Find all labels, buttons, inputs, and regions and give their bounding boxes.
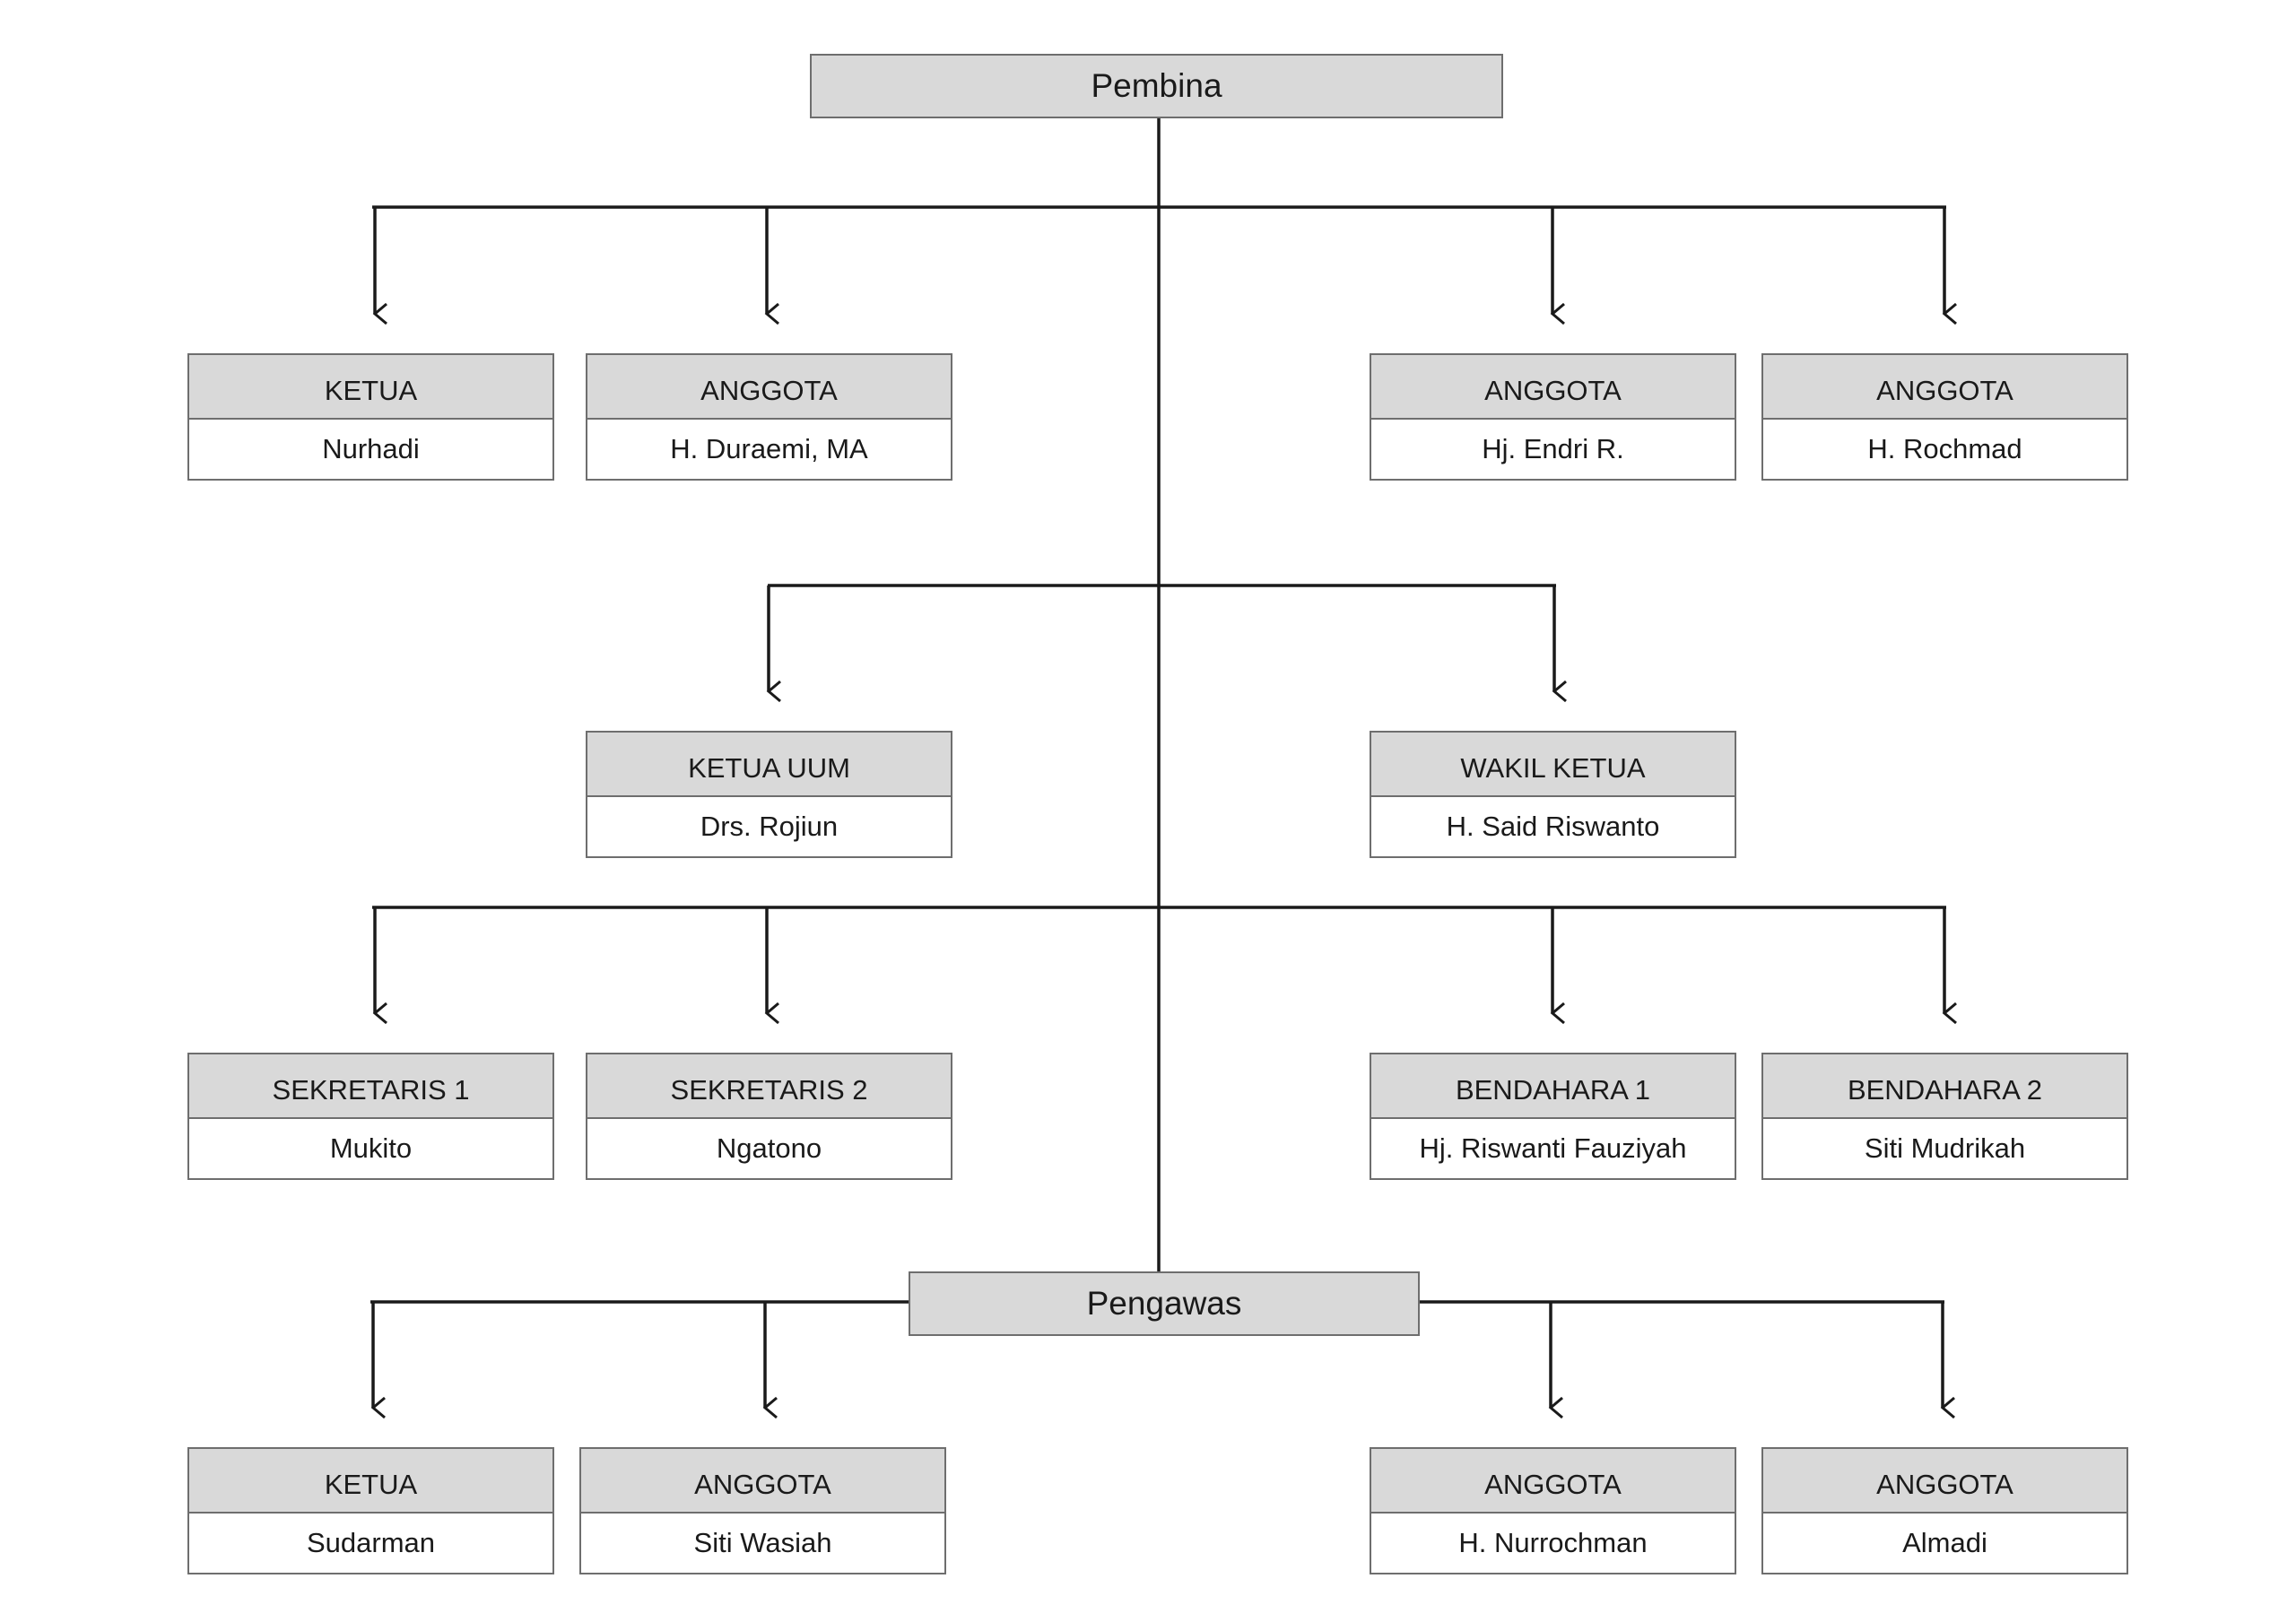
card-pembina-anggota-3: ANGGOTA H. Rochmad: [1761, 353, 2128, 481]
card-pengawas-ketua: KETUA Sudarman: [187, 1447, 554, 1574]
role-label: BENDAHARA 2: [1763, 1054, 2126, 1119]
pengawas-label: Pengawas: [1086, 1285, 1242, 1322]
role-label: BENDAHARA 1: [1371, 1054, 1735, 1119]
card-sekretaris-2: SEKRETARIS 2 Ngatono: [586, 1053, 952, 1180]
pengawas-box: Pengawas: [909, 1271, 1420, 1336]
card-pengawas-anggota-2: ANGGOTA H. Nurrochman: [1370, 1447, 1736, 1574]
card-pembina-ketua: KETUA Nurhadi: [187, 353, 554, 481]
role-label: KETUA: [189, 1449, 552, 1514]
card-ketua-uum: KETUA UUM Drs. Rojiun: [586, 731, 952, 858]
card-bendahara-1: BENDAHARA 1 Hj. Riswanti Fauziyah: [1370, 1053, 1736, 1180]
person-name: Drs. Rojiun: [700, 811, 839, 842]
role-label: KETUA UUM: [587, 733, 951, 797]
role-label: ANGGOTA: [1371, 355, 1735, 420]
card-pembina-anggota-1: ANGGOTA H. Duraemi, MA: [586, 353, 952, 481]
card-pengawas-anggota-3: ANGGOTA Almadi: [1761, 1447, 2128, 1574]
person-name: Ngatono: [716, 1132, 822, 1164]
card-pengawas-anggota-1: ANGGOTA Siti Wasiah: [579, 1447, 946, 1574]
card-wakil-ketua: WAKIL KETUA H. Said Riswanto: [1370, 731, 1736, 858]
pembina-box: Pembina: [810, 54, 1503, 118]
role-label: KETUA: [189, 355, 552, 420]
role-label: SEKRETARIS 2: [587, 1054, 951, 1119]
person-name: H. Said Riswanto: [1446, 811, 1660, 842]
person-name: Nurhadi: [322, 433, 420, 464]
card-pembina-anggota-2: ANGGOTA Hj. Endri R.: [1370, 353, 1736, 481]
person-name: Hj. Endri R.: [1482, 433, 1624, 464]
role-label: ANGGOTA: [581, 1449, 944, 1514]
person-name: Almadi: [1902, 1527, 1987, 1558]
role-label: ANGGOTA: [1371, 1449, 1735, 1514]
pembina-label: Pembina: [1091, 67, 1222, 104]
role-label: WAKIL KETUA: [1371, 733, 1735, 797]
person-name: Siti Mudrikah: [1864, 1132, 2026, 1164]
role-label: SEKRETARIS 1: [189, 1054, 552, 1119]
card-sekretaris-1: SEKRETARIS 1 Mukito: [187, 1053, 554, 1180]
person-name: H. Nurrochman: [1458, 1527, 1648, 1558]
card-bendahara-2: BENDAHARA 2 Siti Mudrikah: [1761, 1053, 2128, 1180]
person-name: Sudarman: [306, 1527, 436, 1558]
person-name: Hj. Riswanti Fauziyah: [1419, 1132, 1687, 1164]
role-label: ANGGOTA: [587, 355, 951, 420]
person-name: Mukito: [329, 1132, 413, 1164]
person-name: Siti Wasiah: [693, 1527, 832, 1558]
person-name: H. Duraemi, MA: [670, 433, 868, 464]
person-name: H. Rochmad: [1867, 433, 2022, 464]
role-label: ANGGOTA: [1763, 1449, 2126, 1514]
role-label: ANGGOTA: [1763, 355, 2126, 420]
